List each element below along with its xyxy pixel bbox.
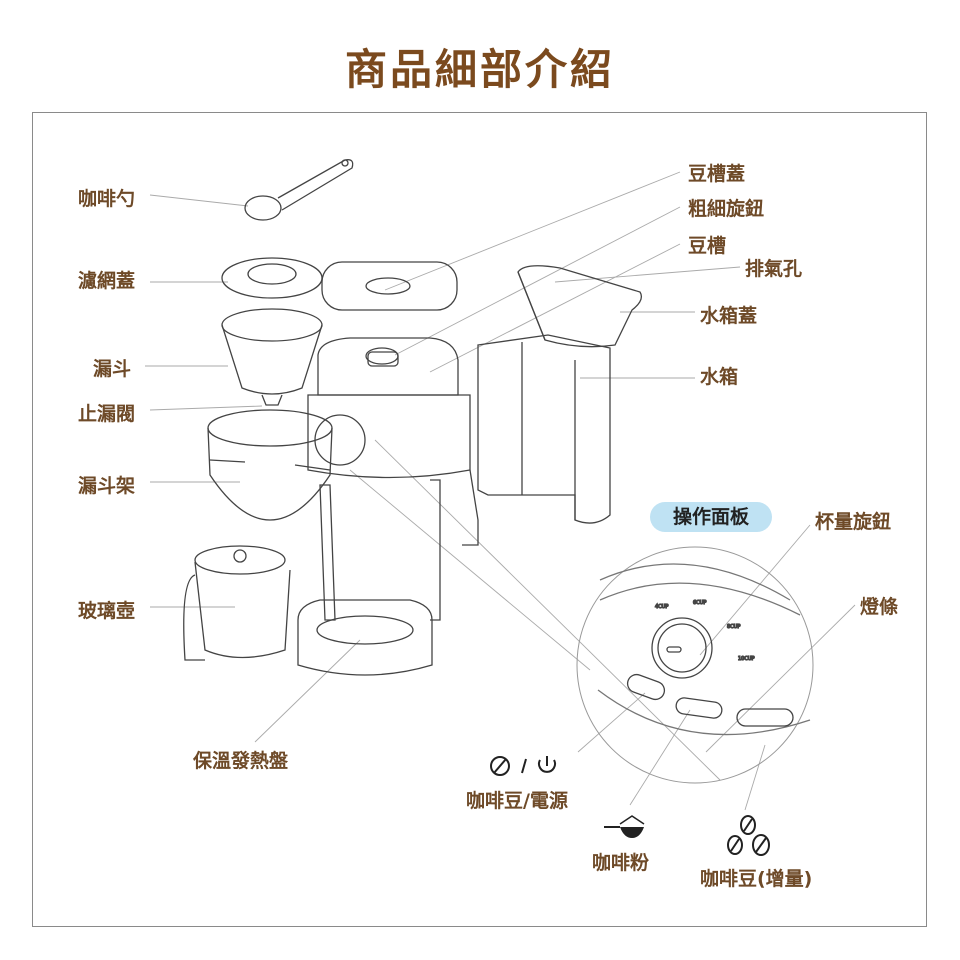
beans-power-icon xyxy=(490,756,556,776)
label-light-bar: 燈條 xyxy=(860,596,899,618)
label-bean-hopper: 豆槽 xyxy=(688,235,727,257)
label-funnel-holder: 漏斗架 xyxy=(78,475,136,497)
cup-mark: 8CUP xyxy=(727,624,740,630)
leader-lines xyxy=(145,171,856,811)
label-warming-plate: 保溫發熱盤 xyxy=(193,750,289,772)
panel-magnifier: 4CUP 6CUP 8CUP 10CUP xyxy=(576,546,814,784)
label-bean-lid: 豆槽蓋 xyxy=(688,163,746,185)
label-coffee-powder: 咖啡粉 xyxy=(592,852,650,874)
label-funnel: 漏斗 xyxy=(93,358,132,380)
funnel xyxy=(221,308,323,406)
label-filter-lid: 濾網蓋 xyxy=(78,270,136,292)
control-panel-badge: 操作面板 xyxy=(650,502,772,532)
coffee-machine xyxy=(297,337,479,676)
carafe xyxy=(183,545,291,661)
coffee-powder-icon xyxy=(604,815,645,838)
funnel-holder xyxy=(207,409,333,521)
label-tank-lid: 水箱蓋 xyxy=(700,305,758,327)
label-stop-valve: 止漏閥 xyxy=(78,403,136,425)
label-cup-knob: 杯量旋鈕 xyxy=(815,511,892,533)
coffee-beans-more-icon xyxy=(727,815,770,856)
label-beans-power: 咖啡豆/電源 xyxy=(466,790,568,812)
label-water-tank: 水箱 xyxy=(700,366,739,388)
cup-mark: 4CUP xyxy=(655,604,668,610)
page-title: 商品細部介紹 xyxy=(344,45,615,94)
diagram-frame xyxy=(32,112,927,927)
label-coffee-beans-more: 咖啡豆(增量) xyxy=(700,868,813,890)
filter-lid xyxy=(221,257,323,299)
label-spoon: 咖啡勺 xyxy=(78,188,136,210)
cup-mark: 6CUP xyxy=(693,600,706,606)
spoon xyxy=(244,159,354,221)
label-carafe: 玻璃壺 xyxy=(78,600,136,622)
water-tank-lid xyxy=(517,265,643,348)
bean-lid xyxy=(321,261,458,311)
label-grind-knob: 粗細旋鈕 xyxy=(688,198,765,220)
water-tank xyxy=(477,334,611,524)
cup-mark: 10CUP xyxy=(738,656,755,662)
label-vent: 排氣孔 xyxy=(745,258,803,280)
